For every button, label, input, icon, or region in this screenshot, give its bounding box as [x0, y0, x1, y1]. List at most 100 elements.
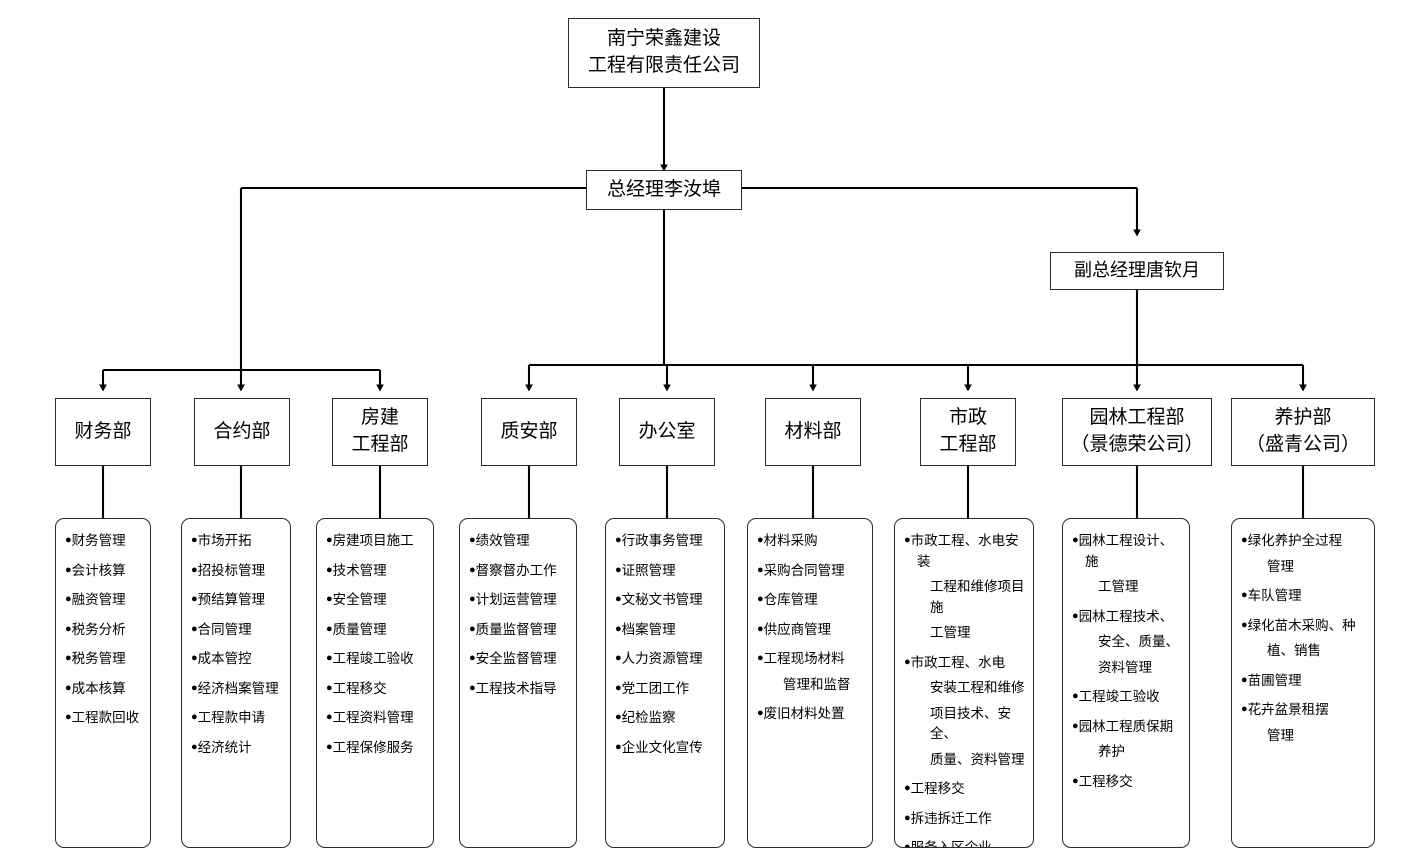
duty-item: ●工程移交 [904, 779, 1025, 800]
duty-item: ●拆违拆迁工作 [904, 809, 1025, 830]
duty-item: ●督察督办工作 [469, 561, 568, 582]
duty-list: ●行政事务管理●证照管理●文秘文书管理●档案管理●人力资源管理●党工团工作●纪检… [615, 531, 716, 758]
duty-text: 经济档案管理 [197, 680, 279, 696]
deputy-general-manager-label: 副总经理唐钦月 [1074, 260, 1200, 281]
duty-list: ●房建项目施工●技术管理●安全管理●质量管理●工程竣工验收●工程移交●工程资料管… [326, 531, 425, 758]
dept-node-quality-safety[interactable]: 质安部 [481, 398, 577, 466]
duty-item: ●预结算管理 [191, 590, 282, 611]
duty-list: ●园林工程设计、施工管理●园林工程技术、安全、质量、资料管理●工程竣工验收●园林… [1072, 531, 1181, 792]
duty-item: ●融资管理 [65, 590, 142, 611]
company-root-line-2: 工程有限责任公司 [587, 55, 740, 76]
dept-duties-building-engineering: ●房建项目施工●技术管理●安全管理●质量管理●工程竣工验收●工程移交●工程资料管… [316, 518, 434, 848]
bullet-icon: ● [326, 740, 333, 753]
bullet-icon: ● [1072, 774, 1079, 787]
general-manager-node[interactable]: 总经理李汝埠 [586, 170, 742, 210]
duty-item: ●花卉盆景租摆管理 [1241, 700, 1366, 746]
duty-item: ●绩效管理 [469, 531, 568, 552]
duty-text: 工程移交 [332, 680, 387, 696]
dept-duties-materials: ●材料采购●采购合同管理●仓库管理●供应商管理●工程现场材料管理和监督●废旧材料… [747, 518, 873, 848]
bullet-icon: ● [191, 534, 198, 546]
duty-text: 督察督办工作 [475, 562, 557, 578]
dept-node-materials[interactable]: 材料部 [765, 398, 861, 466]
dept-node-landscape-engineering[interactable]: 园林工程部 （景德荣公司） [1062, 398, 1212, 466]
bullet-icon: ● [191, 681, 198, 694]
bullet-icon: ● [469, 652, 476, 665]
duty-text: 融资管理 [71, 592, 126, 608]
dept-duties-finance: ●财务管理●会计核算●融资管理●税务分析●税务管理●成本核算●工程款回收 [55, 518, 151, 848]
duty-item: ●工程技术指导 [469, 679, 568, 700]
dept-node-building-engineering[interactable]: 房建 工程部 [332, 398, 428, 466]
bullet-icon: ● [615, 681, 622, 694]
bullet-icon: ● [904, 534, 911, 546]
duty-item: ●采购合同管理 [757, 561, 864, 582]
dept-title-line: 工程部 [939, 434, 997, 455]
duty-item: ●市场开拓 [191, 531, 282, 552]
duty-text: 行政事务管理 [621, 533, 703, 548]
duty-item: ●园林工程设计、施工管理 [1072, 531, 1181, 598]
dept-node-finance[interactable]: 财务部 [55, 398, 151, 466]
duty-list: ●财务管理●会计核算●融资管理●税务分析●税务管理●成本核算●工程款回收 [65, 531, 142, 729]
duty-item: ●工程现场材料管理和监督 [757, 649, 864, 695]
duty-item: ●合同管理 [191, 620, 282, 641]
bullet-icon: ● [65, 652, 72, 665]
duty-text: 党工团工作 [621, 680, 690, 696]
bullet-icon: ● [757, 707, 764, 720]
duty-item: ●工程竣工验收 [326, 649, 425, 670]
duty-item: ●安全监督管理 [469, 649, 568, 670]
duty-text-continuation: 工管理 [930, 625, 971, 641]
dept-node-municipal-engineering[interactable]: 市政 工程部 [920, 398, 1016, 466]
bullet-icon: ● [191, 593, 198, 606]
bullet-icon: ● [757, 563, 764, 576]
bullet-icon: ● [757, 622, 764, 635]
duty-item: ●技术管理 [326, 561, 425, 582]
duty-item: ●市政工程、水电安装工程和维修项目技术、安全、质量、资料管理 [904, 653, 1025, 771]
dept-node-maintenance[interactable]: 养护部 （盛青公司） [1231, 398, 1375, 466]
bullet-icon: ● [326, 681, 333, 694]
duty-item: ●财务管理 [65, 531, 142, 552]
dept-node-office[interactable]: 办公室 [619, 398, 715, 466]
dept-duties-quality-safety: ●绩效管理●督察督办工作●计划运营管理●质量监督管理●安全监督管理●工程技术指导 [459, 518, 577, 848]
bullet-icon: ● [65, 534, 72, 546]
duty-text: 企业文化宣传 [621, 739, 703, 755]
bullet-icon: ● [326, 563, 333, 576]
duty-item: ●材料采购 [757, 531, 864, 552]
company-root-node[interactable]: 南宁荣鑫建设 工程有限责任公司 [568, 18, 760, 88]
bullet-icon: ● [469, 534, 476, 546]
bullet-icon: ● [326, 711, 333, 724]
duty-text: 苗圃管理 [1247, 672, 1302, 688]
duty-text: 证照管理 [621, 562, 676, 578]
bullet-icon: ● [757, 652, 764, 665]
deputy-general-manager-node[interactable]: 副总经理唐钦月 [1050, 252, 1224, 290]
bullet-icon: ● [469, 681, 476, 694]
duty-item: ●成本管控 [191, 649, 282, 670]
bullet-icon: ● [326, 593, 333, 606]
duty-item: ●招投标管理 [191, 561, 282, 582]
bullet-icon: ● [65, 681, 72, 694]
duty-text: 工程技术指导 [475, 680, 557, 696]
dept-title-line: 房建 [360, 407, 399, 429]
duty-text-continuation: 管理 [1267, 727, 1294, 743]
duty-text-continuation: 工管理 [1098, 579, 1139, 595]
dept-title-line: （盛青公司） [1245, 434, 1360, 455]
duty-text: 工程现场材料 [763, 651, 845, 667]
duty-text-continuation: 养护 [1098, 744, 1125, 760]
duty-item: ●经济统计 [191, 738, 282, 759]
bullet-icon: ● [615, 652, 622, 665]
duty-list: ●绩效管理●督察督办工作●计划运营管理●质量监督管理●安全监督管理●工程技术指导 [469, 531, 568, 699]
duty-text: 房建项目施工 [332, 533, 414, 548]
bullet-icon: ● [469, 563, 476, 576]
duty-item: ●供应商管理 [757, 620, 864, 641]
duty-text: 工程移交 [910, 781, 965, 797]
duty-text-continuation: 安全、质量、 [1098, 634, 1179, 650]
dept-title-line: 质安部 [500, 420, 558, 442]
bullet-icon: ● [615, 593, 622, 606]
dept-node-contract[interactable]: 合约部 [194, 398, 290, 466]
duty-text: 花卉盆景租摆 [1247, 702, 1329, 718]
bullet-icon: ● [615, 563, 622, 576]
dept-title-line: （景德荣公司） [1070, 434, 1204, 455]
duty-text: 供应商管理 [763, 621, 832, 637]
dept-title-line: 养护部 [1274, 407, 1332, 429]
duty-text-continuation: 管理 [1267, 558, 1294, 574]
bullet-icon: ● [1241, 589, 1248, 602]
